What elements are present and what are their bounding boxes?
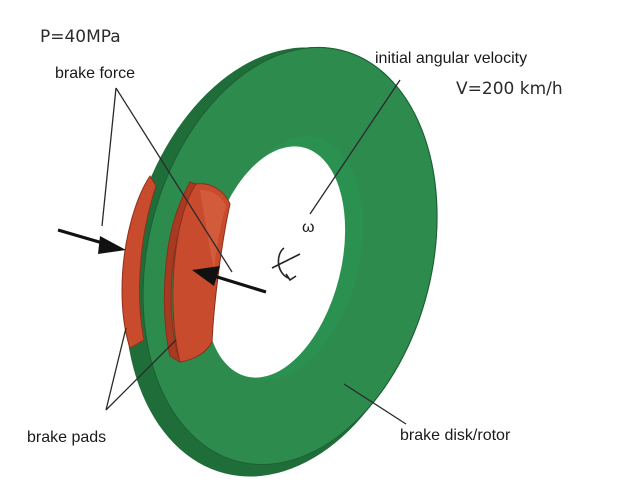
omega-label: ω xyxy=(302,219,315,236)
force-arrows xyxy=(57,228,267,294)
brake-pads-leader-left xyxy=(105,327,127,411)
brake-pads-leader-right xyxy=(105,339,177,411)
brake-force-label: brake force xyxy=(55,65,135,82)
velocity-label: V=200 km/h xyxy=(456,79,563,99)
brake-disk xyxy=(125,46,438,477)
brake-force-leader-right xyxy=(115,87,233,273)
pressure-label: P=40MPa xyxy=(40,27,121,47)
front-pad-highlight xyxy=(200,190,226,270)
left-force-arrow-shaft xyxy=(57,228,107,246)
brake-disk-leader xyxy=(343,383,407,425)
angular-velocity-label: initial angular velocity xyxy=(375,50,527,67)
right-force-arrow-shaft xyxy=(213,274,267,294)
back-pad-shape xyxy=(121,175,157,349)
front-pad-side xyxy=(163,181,197,364)
angular-velocity-leader xyxy=(309,79,401,215)
rotation-arrowhead-icon xyxy=(285,273,297,282)
disk-face-rim xyxy=(142,47,438,465)
brake-force-leader-left xyxy=(101,87,117,227)
rotation-indicator xyxy=(271,247,301,282)
disk-hole xyxy=(204,146,346,378)
brake-disk-label: brake disk/rotor xyxy=(400,427,511,444)
leader-lines xyxy=(101,79,407,425)
right-force-arrowhead xyxy=(192,266,220,286)
back-brake-pad xyxy=(121,175,157,349)
rotation-axis xyxy=(271,253,301,269)
rotation-arc-icon xyxy=(277,247,289,279)
left-force-arrowhead xyxy=(98,236,126,254)
brake-pads-label: brake pads xyxy=(27,429,106,446)
